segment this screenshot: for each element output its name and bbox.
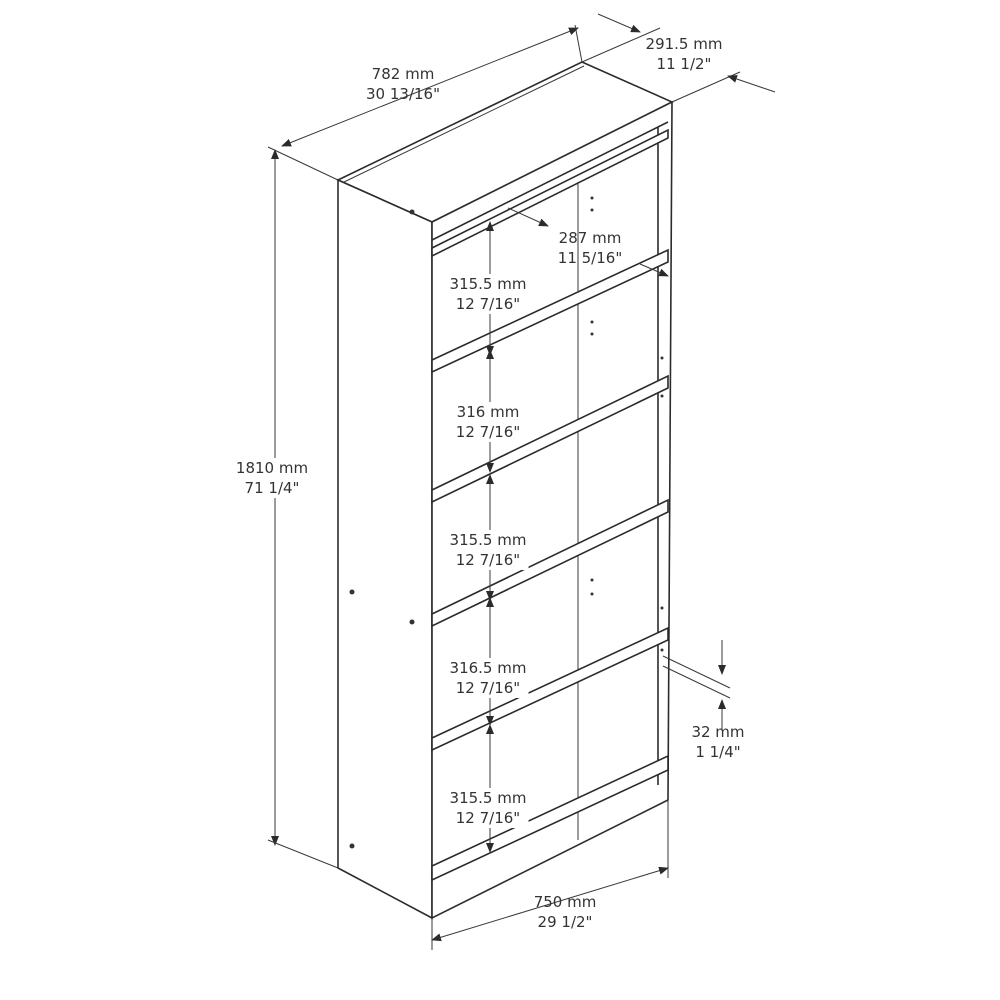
shelf-spacing-2: 316 mm 12 7/16" (453, 402, 523, 442)
overall-height-mm: 1810 mm (235, 459, 309, 477)
spacing-in: 12 7/16" (455, 551, 521, 569)
spacing-in: 12 7/16" (455, 679, 521, 697)
spacing-mm: 316.5 mm (449, 659, 527, 677)
shelf-spacing-1: 315.5 mm 12 7/16" (447, 274, 529, 314)
inner-width-mm: 750 mm (533, 893, 597, 911)
shelf-spacing-5: 315.5 mm 12 7/16" (447, 788, 529, 828)
inner-width-label: 750 mm 29 1/2" (534, 892, 597, 932)
spacing-in: 12 7/16" (455, 809, 521, 827)
shelf-depth-label: 287 mm 11 5/16" (558, 228, 622, 268)
inner-width-in: 29 1/2" (537, 913, 593, 931)
shelf-pin-holes (349, 196, 664, 849)
overall-height-in: 71 1/4" (244, 479, 300, 497)
spacing-in: 12 7/16" (455, 423, 521, 441)
shelf-spacing-3: 315.5 mm 12 7/16" (447, 530, 529, 570)
spacing-mm: 315.5 mm (449, 531, 527, 549)
spacing-in: 12 7/16" (455, 295, 521, 313)
spacing-mm: 316 mm (456, 403, 520, 421)
spacing-mm: 315.5 mm (449, 789, 527, 807)
overall-depth-mm: 291.5 mm (645, 35, 723, 53)
overall-width-mm: 782 mm (371, 65, 435, 83)
overall-height-label: 1810 mm 71 1/4" (233, 458, 311, 498)
shelf-thickness-mm: 32 mm (691, 723, 745, 741)
left-side-panel (337, 178, 433, 920)
spacing-mm: 315.5 mm (449, 275, 527, 293)
overall-depth-label: 291.5 mm 11 1/2" (646, 34, 723, 74)
overall-width-label: 782 mm 30 13/16" (366, 64, 440, 104)
shelf-spacing-4: 316.5 mm 12 7/16" (447, 658, 529, 698)
overall-depth-in: 11 1/2" (656, 55, 712, 73)
shelf-depth-mm: 287 mm (558, 229, 622, 247)
shelf-depth-in: 11 5/16" (557, 249, 623, 267)
shelf-thickness-in: 1 1/4" (695, 743, 741, 761)
shelf-thickness-label: 32 mm 1 1/4" (691, 722, 744, 762)
overall-width-in: 30 13/16" (366, 85, 440, 103)
